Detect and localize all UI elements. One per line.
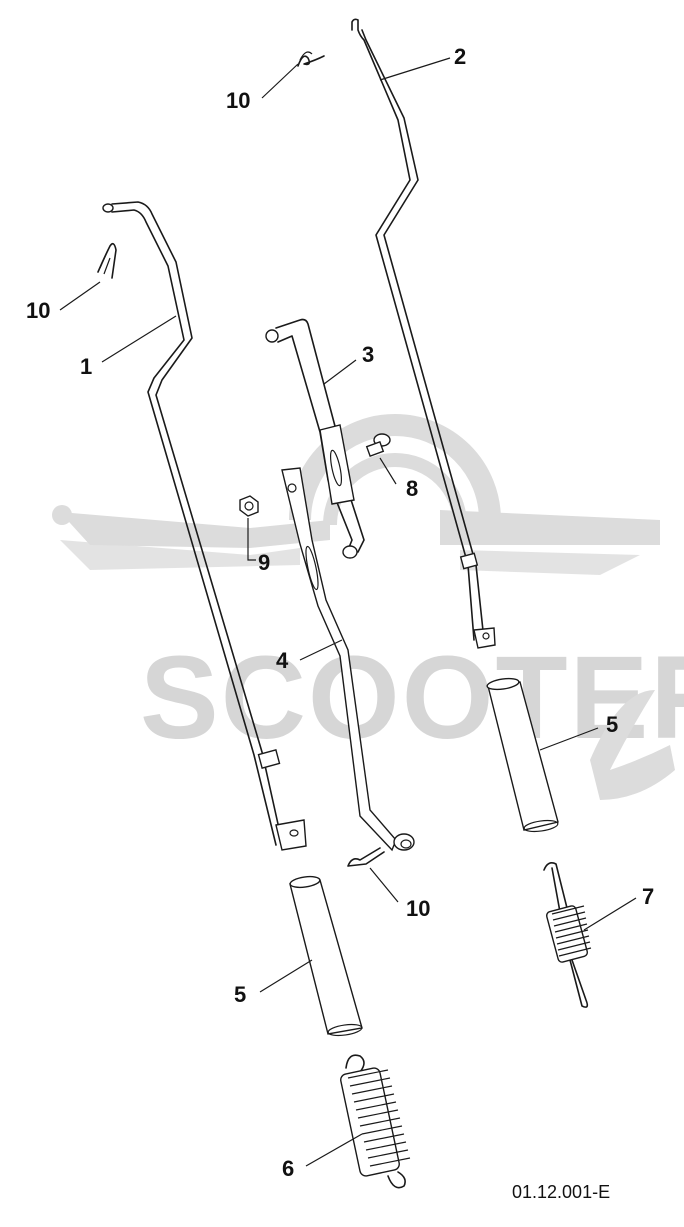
hairpin-clip-left <box>97 242 117 279</box>
leader-10-left <box>59 281 101 311</box>
link-rod-3 <box>265 318 365 559</box>
shoulder-bolt-8 <box>365 433 391 457</box>
callout-2: 2 <box>454 44 466 69</box>
callout-6: 6 <box>282 1156 294 1181</box>
leader-8 <box>379 457 397 485</box>
link-plate-4 <box>281 467 415 852</box>
leader-3 <box>323 359 357 385</box>
callout-10-left: 10 <box>26 298 50 323</box>
leader-5-right <box>539 727 599 751</box>
control-rod-1 <box>102 201 307 851</box>
callout-3: 3 <box>362 342 374 367</box>
callout-9: 9 <box>258 550 270 575</box>
handle-grip-5-left <box>289 875 363 1037</box>
leader-10-top <box>261 63 299 99</box>
leader-1 <box>101 315 177 363</box>
tension-spring-7 <box>543 862 592 1008</box>
leader-10-bottom <box>369 867 399 903</box>
callout-7: 7 <box>642 884 654 909</box>
watermark-logo: SCOOTER <box>52 414 684 800</box>
callout-10-top: 10 <box>226 88 250 113</box>
callout-5-left: 5 <box>234 982 246 1007</box>
watermark-text: SCOOTER <box>140 632 684 764</box>
leader-5-left <box>259 959 313 993</box>
leader-9 <box>247 518 256 561</box>
callout-5-right: 5 <box>606 712 618 737</box>
callout-4: 4 <box>276 648 289 673</box>
callout-8: 8 <box>406 476 418 501</box>
leader-2 <box>379 57 451 81</box>
leader-4 <box>299 639 343 661</box>
control-rod-2 <box>351 18 496 649</box>
leader-7 <box>583 897 637 931</box>
callout-10-bottom: 10 <box>406 896 430 921</box>
diagram-reference-code: 01.12.001-E <box>512 1182 610 1202</box>
tension-spring-6 <box>340 1054 411 1189</box>
hairpin-clip-top <box>297 51 325 67</box>
leader-6 <box>305 1133 363 1167</box>
hairpin-clip-bottom <box>347 847 385 867</box>
handle-grip-5-right <box>486 677 559 833</box>
callout-1: 1 <box>80 354 92 379</box>
nut-9 <box>239 495 259 517</box>
